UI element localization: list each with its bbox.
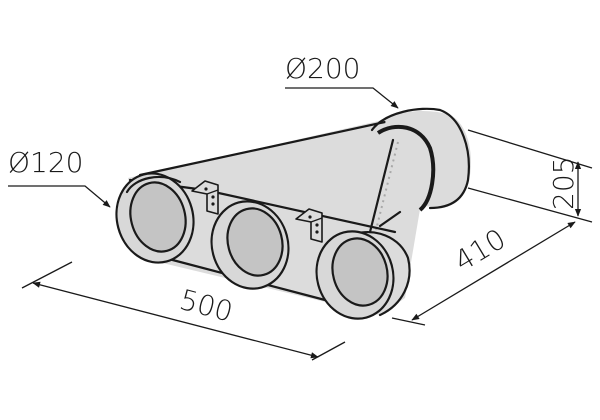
outlet-middle <box>210 200 290 290</box>
dimension-small-diameter: Ø120 <box>8 146 111 208</box>
mounting-bracket-right <box>295 208 323 243</box>
mounting-bracket-left <box>191 180 219 215</box>
outlet-right <box>315 230 411 320</box>
large-collar <box>370 107 471 228</box>
label-depth: 410 <box>449 222 512 278</box>
outlet-left <box>115 172 195 264</box>
label-width: 500 <box>176 283 236 329</box>
label-large-diameter: Ø200 <box>285 52 360 85</box>
label-height: 205 <box>547 157 580 210</box>
dimension-height: 205 <box>467 129 593 223</box>
dimension-large-diameter: Ø200 <box>285 52 399 109</box>
label-small-diameter: Ø120 <box>8 146 83 179</box>
dimension-depth: 410 <box>391 221 576 326</box>
